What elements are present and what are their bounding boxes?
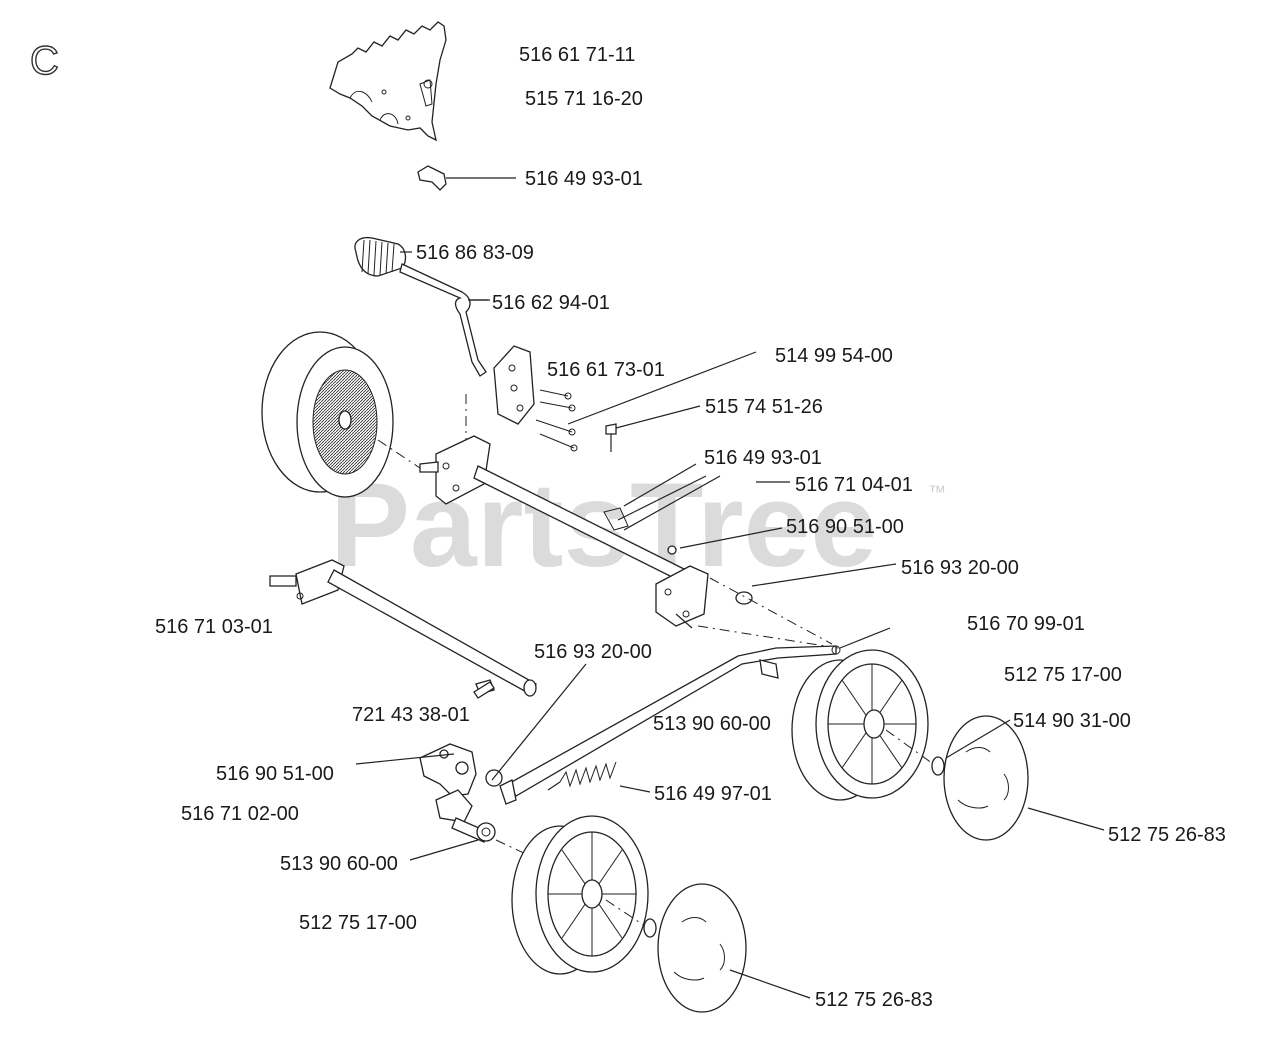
spring (547, 761, 617, 791)
part-label-514-99-54-00: 514 99 54-00 (775, 345, 893, 367)
part-label-512-75-26-83-bottom: 512 75 26-83 (815, 989, 933, 1011)
washer-right (931, 756, 945, 776)
lever-mount-plate (465, 345, 578, 470)
part-label-516-90-51-00-left: 516 90 51-00 (216, 763, 334, 785)
bushing-front (476, 822, 561, 871)
part-label-514-90-31-00: 514 90 31-00 (1013, 710, 1131, 732)
part-label-516-93-20-00-right: 516 93 20-00 (901, 557, 1019, 579)
section-letter: C (30, 39, 59, 83)
part-label-516-86-83-09: 516 86 83-09 (416, 242, 534, 264)
washer-front (643, 918, 657, 938)
part-label-515-71-16-20: 515 71 16-20 (525, 88, 643, 110)
part-label-512-75-17-00-left: 512 75 17-00 (299, 912, 417, 934)
leader-lines (355, 299, 1105, 999)
height-adjust-plate (329, 21, 447, 142)
height-link-bar (499, 627, 891, 805)
part-label-516-61-71-11: 516 61 71-11 (519, 44, 635, 66)
front-wheel (511, 815, 649, 975)
part-label-513-90-60-00-right: 513 90 60-00 (653, 713, 771, 735)
part-label-512-75-17-00-right: 512 75 17-00 (1004, 664, 1122, 686)
part-label-516-49-97-01: 516 49 97-01 (654, 783, 772, 805)
part-label-516-49-93-01-mid: 516 49 93-01 (704, 447, 822, 469)
part-labels: 516 61 71-11 515 71 16-20 516 49 93-01 5… (155, 44, 1226, 1011)
small-clip (417, 165, 516, 191)
part-label-516-62-94-01: 516 62 94-01 (492, 292, 610, 314)
adjust-lever-rod (399, 263, 490, 377)
hubcap-front (657, 883, 747, 1013)
part-label-516-71-04-01: 516 71 04-01 (795, 474, 913, 496)
part-label-516-61-73-01: 516 61 73-01 (547, 359, 665, 381)
rear-wheel-right (791, 649, 937, 801)
part-label-721-43-38-01: 721 43 38-01 (352, 704, 470, 726)
screw (605, 423, 617, 452)
part-label-516-49-93-01-top: 516 49 93-01 (525, 168, 643, 190)
part-label-513-90-60-00-left: 513 90 60-00 (280, 853, 398, 875)
part-label-516-71-02-00: 516 71 02-00 (181, 803, 299, 825)
rear-axle-assembly (419, 435, 839, 649)
part-label-512-75-26-83-right: 512 75 26-83 (1108, 824, 1226, 846)
watermark: PartsTree (330, 458, 877, 592)
part-label-515-74-51-26: 515 74 51-26 (705, 396, 823, 418)
rear-wheel-left (261, 331, 421, 498)
front-axle (269, 559, 537, 697)
lever-grip (354, 236, 412, 277)
part-label-516-70-99-01: 516 70 99-01 (967, 613, 1085, 635)
watermark-tm: ™ (928, 482, 946, 502)
part-label-516-71-03-01: 516 71 03-01 (155, 616, 273, 638)
part-label-516-90-51-00-top: 516 90 51-00 (786, 516, 904, 538)
small-pin (473, 681, 495, 699)
part-label-516-93-20-00-left: 516 93 20-00 (534, 641, 652, 663)
